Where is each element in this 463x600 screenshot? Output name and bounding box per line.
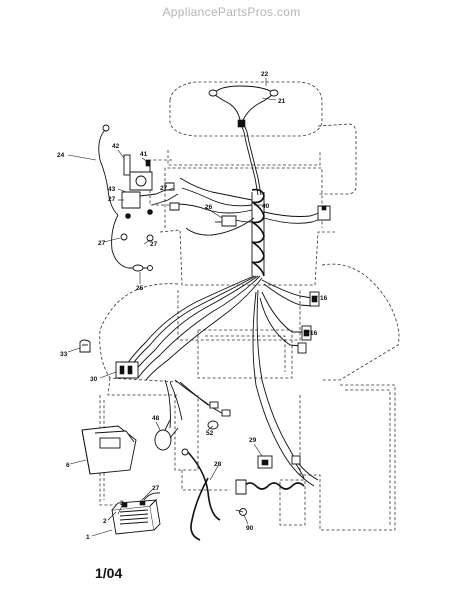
callout-27a: 27 [108, 196, 116, 203]
callout-16a: 16 [320, 295, 328, 302]
callout-leaders [67, 78, 319, 537]
callout-30: 30 [90, 376, 98, 383]
tractor-outline [99, 81, 400, 531]
callout-33: 33 [60, 351, 68, 358]
part-25-ground [128, 264, 153, 272]
part-6-battery-tray [81, 425, 137, 475]
page-number: 1/04 [95, 565, 123, 581]
callout-90: 90 [246, 525, 254, 532]
part-28-cable [181, 448, 221, 541]
part-52-terminals [207, 401, 231, 430]
callout-21: 21 [278, 98, 286, 105]
callout-48: 48 [152, 415, 160, 422]
lower-spiral-wrap [235, 455, 305, 495]
part-29-connector [257, 455, 273, 469]
callout-1: 1 [86, 534, 90, 541]
callout-43: 43 [108, 186, 116, 193]
callout-28: 28 [214, 461, 222, 468]
callout-16b: 16 [310, 330, 318, 337]
part-1-battery [111, 492, 161, 535]
part-26-connector [215, 215, 237, 227]
part-16-switches [297, 291, 320, 354]
callout-27d: 27 [150, 241, 158, 248]
callout-41: 41 [140, 151, 148, 158]
part-42-43-switch [120, 154, 180, 242]
callout-29: 29 [249, 437, 257, 444]
part-30-connector [115, 361, 139, 379]
watermark: AppliancePartsPros.com [162, 5, 301, 19]
callout-27c: 27 [98, 240, 106, 247]
callout-40: 40 [262, 203, 270, 210]
main-harness [123, 121, 325, 487]
part-22-headlight-harness [208, 85, 279, 128]
part-33-clip [79, 339, 91, 353]
callout-25: 25 [136, 285, 144, 292]
callout-6: 6 [66, 462, 70, 469]
callout-labels: 22 21 24 42 41 43 27 27 40 26 27 27 25 1… [57, 71, 328, 541]
part-90-terminal [235, 508, 247, 516]
callout-27b: 27 [160, 185, 168, 192]
part-24-ground-wire [98, 124, 129, 269]
part-48-bulb [154, 419, 179, 451]
callout-27e: 27 [152, 485, 160, 492]
callout-24: 24 [57, 152, 65, 159]
callout-3: 3 [120, 500, 124, 507]
callout-22: 22 [261, 71, 269, 78]
callout-52: 52 [206, 430, 214, 437]
part-40-connector [317, 205, 331, 221]
callout-42: 42 [112, 143, 120, 150]
callout-26: 26 [205, 204, 213, 211]
callout-2: 2 [103, 518, 107, 525]
